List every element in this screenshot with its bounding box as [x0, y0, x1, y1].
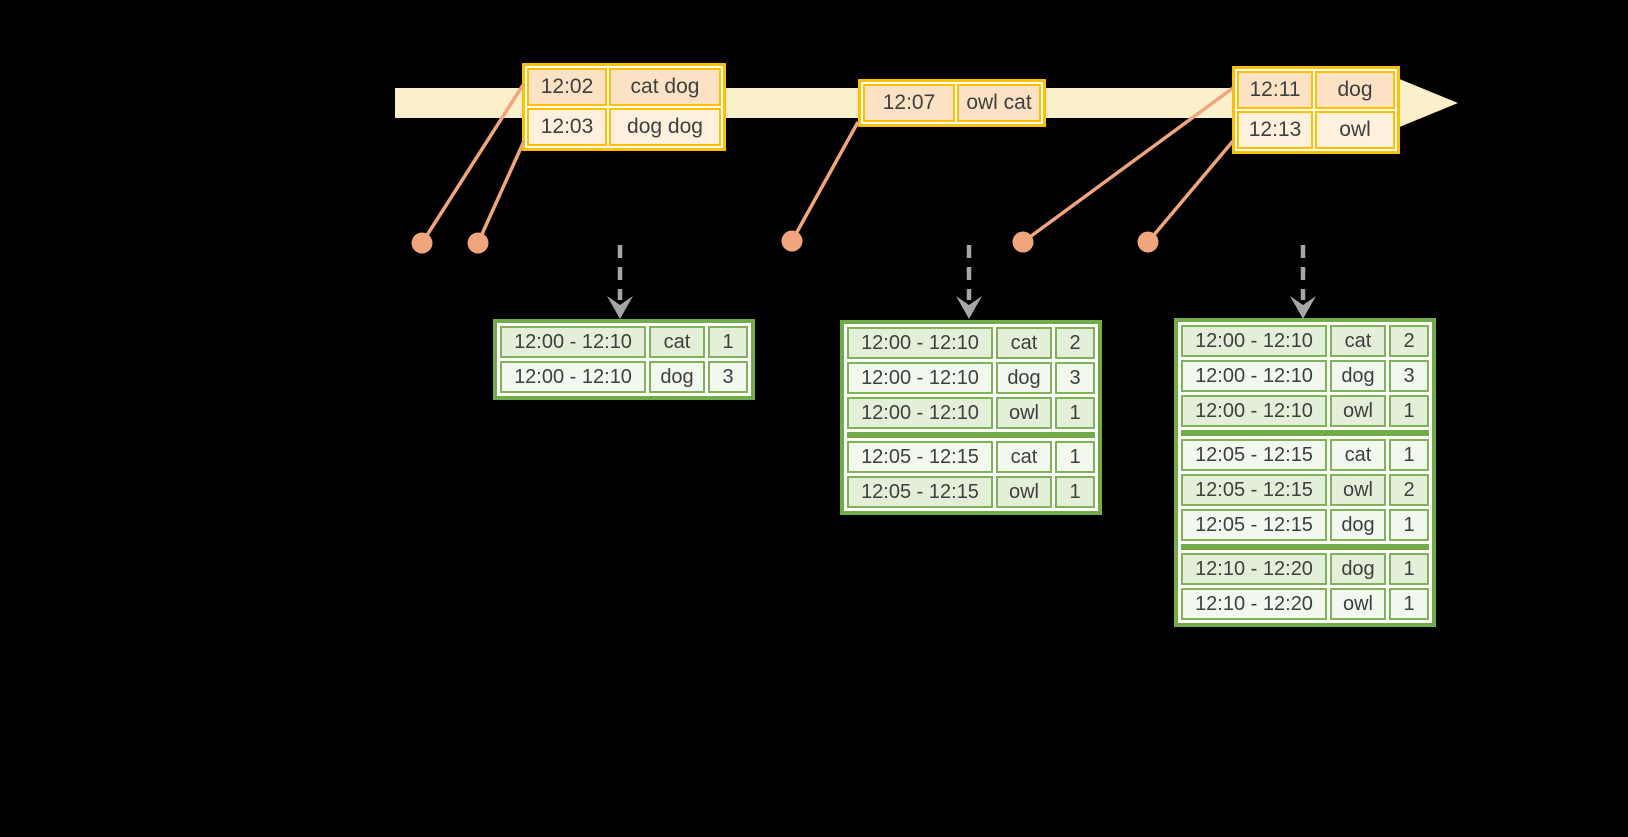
event-words-cell: owl cat — [957, 84, 1041, 122]
count-cell: 1 — [1389, 395, 1429, 427]
count-cell: 1 — [1389, 588, 1429, 620]
word-cell: owl — [1330, 588, 1386, 620]
count-cell: 1 — [1389, 509, 1429, 541]
trigger-arrowhead-icon — [956, 296, 982, 319]
window-group-separator — [1181, 430, 1429, 436]
word-cell: owl — [996, 476, 1052, 508]
word-cell: cat — [996, 327, 1052, 359]
event-dot — [411, 232, 433, 254]
window-cell: 12:00 - 12:10 — [500, 326, 646, 358]
event-time-cell: 12:02 — [527, 68, 607, 106]
word-cell: dog — [996, 362, 1052, 394]
window-cell: 12:05 - 12:15 — [847, 476, 993, 508]
window-cell: 12:00 - 12:10 — [847, 362, 993, 394]
count-cell: 1 — [1055, 476, 1095, 508]
event-words-cell: dog dog — [609, 108, 721, 146]
window-group-separator — [1181, 544, 1429, 550]
event-dot — [467, 232, 489, 254]
event-connector-line — [476, 140, 526, 244]
window-cell: 12:00 - 12:10 — [500, 361, 646, 393]
word-cell: dog — [1330, 553, 1386, 585]
event-dot — [781, 230, 803, 252]
event-dot — [1012, 231, 1034, 253]
word-cell: cat — [1330, 439, 1386, 471]
word-cell: dog — [1330, 509, 1386, 541]
word-cell: dog — [649, 361, 705, 393]
count-cell: 1 — [1389, 439, 1429, 471]
window-cell: 12:05 - 12:15 — [1181, 474, 1327, 506]
window-cell: 12:00 - 12:10 — [847, 327, 993, 359]
window-cell: 12:10 - 12:20 — [1181, 588, 1327, 620]
window-group-separator — [847, 432, 1095, 438]
event-connector-line — [1146, 139, 1235, 244]
count-cell: 2 — [1389, 325, 1429, 357]
word-cell: owl — [1330, 474, 1386, 506]
trigger-arrowhead-icon — [1290, 296, 1316, 319]
event-words-cell: dog — [1315, 71, 1395, 109]
window-cell: 12:10 - 12:20 — [1181, 553, 1327, 585]
word-cell: cat — [649, 326, 705, 358]
count-cell: 1 — [708, 326, 748, 358]
event-time-cell: 12:07 — [863, 84, 955, 122]
window-cell: 12:00 - 12:10 — [1181, 395, 1327, 427]
event-connector-line — [790, 121, 860, 242]
event-time-cell: 12:03 — [527, 108, 607, 146]
word-cell: cat — [996, 441, 1052, 473]
window-group-separator-bar — [1181, 544, 1429, 550]
count-cell: 3 — [1055, 362, 1095, 394]
window-cell: 12:05 - 12:15 — [1181, 439, 1327, 471]
word-cell: dog — [1330, 360, 1386, 392]
count-cell: 3 — [1389, 360, 1429, 392]
window-cell: 12:05 - 12:15 — [847, 441, 993, 473]
word-cell: owl — [1330, 395, 1386, 427]
timeline-arrowhead-icon — [1397, 78, 1458, 128]
event-time-cell: 12:11 — [1237, 71, 1313, 109]
window-group-separator-bar — [1181, 430, 1429, 436]
event-words-cell: owl — [1315, 111, 1395, 149]
count-cell: 1 — [1389, 553, 1429, 585]
count-cell: 3 — [708, 361, 748, 393]
count-cell: 2 — [1389, 474, 1429, 506]
window-cell: 12:00 - 12:10 — [1181, 325, 1327, 357]
window-cell: 12:00 - 12:10 — [1181, 360, 1327, 392]
count-cell: 1 — [1055, 397, 1095, 429]
window-group-separator-bar — [847, 432, 1095, 438]
count-cell: 2 — [1055, 327, 1095, 359]
window-cell: 12:05 - 12:15 — [1181, 509, 1327, 541]
word-cell: owl — [996, 397, 1052, 429]
trigger-arrowhead-icon — [607, 296, 633, 319]
count-cell: 1 — [1055, 441, 1095, 473]
event-words-cell: cat dog — [609, 68, 721, 106]
event-dot — [1137, 231, 1159, 253]
word-cell: cat — [1330, 325, 1386, 357]
window-cell: 12:00 - 12:10 — [847, 397, 993, 429]
event-time-cell: 12:13 — [1237, 111, 1313, 149]
